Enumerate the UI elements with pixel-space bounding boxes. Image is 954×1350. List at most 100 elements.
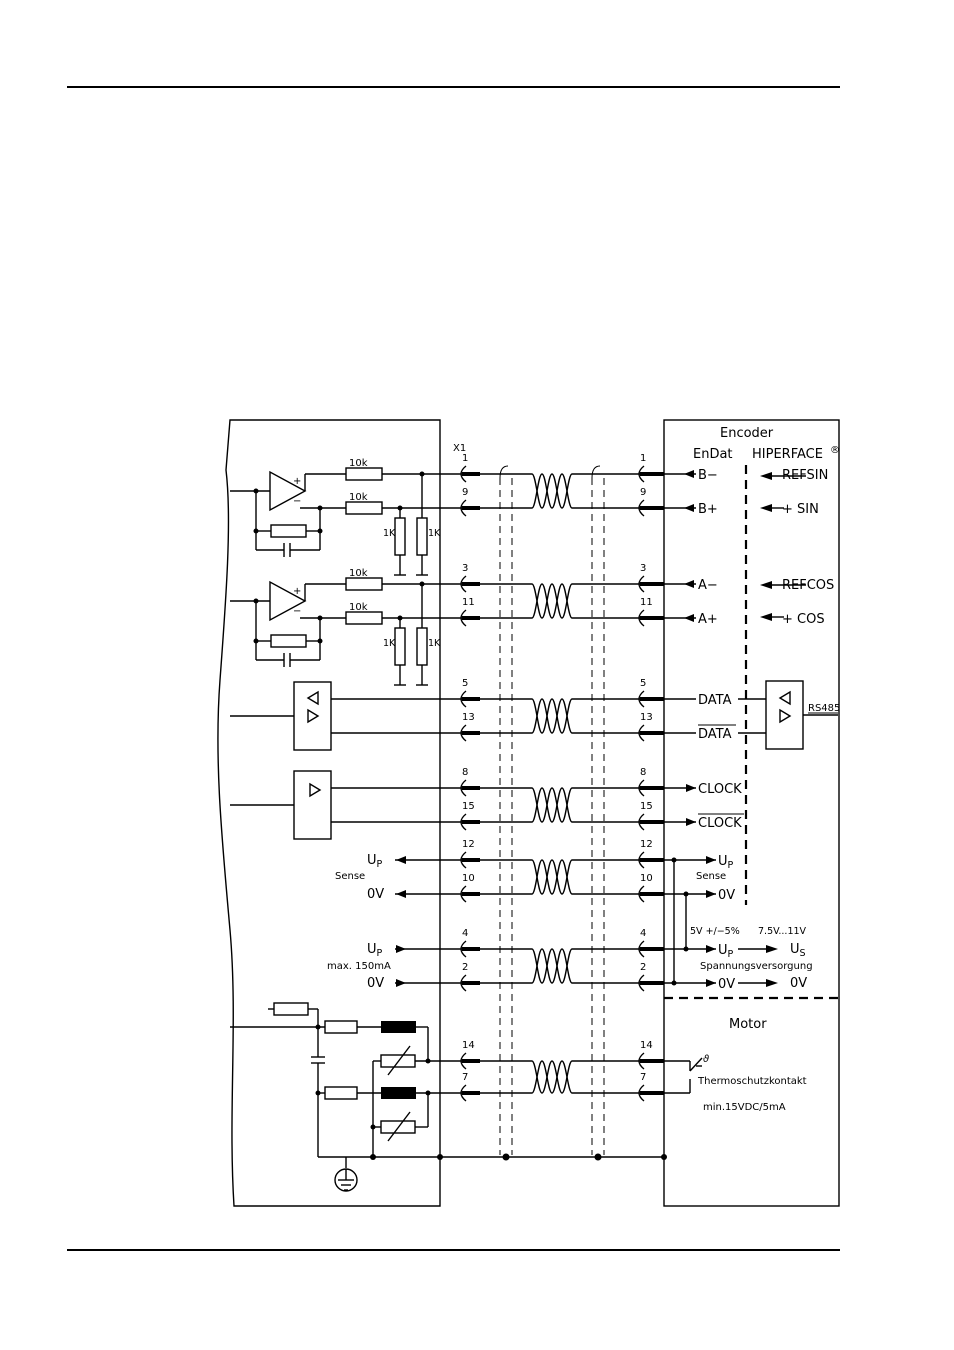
right-pin-number: 14 (640, 1040, 653, 1051)
svg-text:US: US (790, 942, 806, 959)
twisted-pair-5 (480, 859, 640, 895)
svg-text:1K: 1K (428, 638, 441, 649)
x1-label: X1 (453, 443, 466, 454)
signal-row-pin-10: 10 10 0V (460, 873, 735, 903)
svg-text:7.5V...11V: 7.5V...11V (758, 926, 807, 937)
thermo-circuit-left (230, 1002, 462, 1158)
resistor-value-labels: 10k 10k 10k 10k 1K 1K 1K 1K (349, 458, 441, 649)
svg-text:+: + (293, 586, 301, 597)
clock-driver (230, 770, 462, 840)
svg-text:+: + (293, 476, 301, 487)
left-pin-number: 15 (462, 801, 475, 812)
svg-text:Motor: Motor (729, 1017, 767, 1032)
right-pin-number: 9 (640, 487, 646, 498)
right-pin-number: 8 (640, 767, 646, 778)
svg-text:−: − (293, 496, 301, 507)
svg-text:0V: 0V (367, 887, 384, 902)
cos-amplifier-stage: + − (230, 580, 346, 667)
twisted-pair-7 (480, 1060, 640, 1094)
right-pin-number: 2 (640, 962, 646, 973)
hiperface-signal-label: REFSIN (782, 468, 828, 483)
encoder-box (663, 419, 840, 1207)
left-pin-number: 10 (462, 873, 475, 884)
signal-row-pin-1: 1 1B− REFSIN (460, 453, 828, 483)
encoder-right-labels: RS485 Sense 5V +/−5% 7.5V...11V US Spann… (690, 703, 840, 1113)
encoder-signal-label: A+ (698, 612, 718, 627)
right-pin-number: 11 (640, 597, 653, 608)
encoder-signal-label: UP (718, 854, 734, 871)
encoder-signal-label: 0V (718, 977, 735, 992)
twisted-pair-4 (480, 787, 640, 823)
drive-box (217, 419, 441, 1207)
encoder-title: Encoder (720, 426, 774, 441)
encoder-signal-label: UP (718, 943, 734, 960)
right-pin-number: 10 (640, 873, 653, 884)
twisted-pair-1 (480, 473, 640, 509)
svg-text:Sense: Sense (696, 871, 726, 882)
right-pin-number: 3 (640, 563, 646, 574)
data-transceiver (230, 681, 462, 751)
right-pin-number: 7 (640, 1072, 646, 1083)
encoder-signal-label: A− (698, 578, 718, 593)
hiperface-signal-label: REFCOS (782, 578, 834, 593)
svg-text:Spannungsversorgung: Spannungsversorgung (700, 961, 813, 972)
left-pin-number: 4 (462, 928, 468, 939)
left-pin-number: 14 (462, 1040, 475, 1051)
left-pin-number: 3 (462, 563, 468, 574)
encoder-signal-label: B− (698, 468, 718, 483)
right-pin-number: 4 (640, 928, 646, 939)
svg-text:max. 150mA: max. 150mA (327, 961, 391, 972)
encoder-signal-label: 0V (718, 888, 735, 903)
svg-text:10k: 10k (349, 492, 368, 503)
svg-text:Sense: Sense (335, 871, 365, 882)
svg-text:UP: UP (367, 942, 383, 959)
svg-text:1K: 1K (383, 638, 396, 649)
signal-row-pin-11: 11 11A+ + COS (460, 597, 825, 627)
svg-text:ϑ: ϑ (703, 1054, 709, 1065)
twisted-pair-3 (480, 698, 640, 734)
hiperface-signal-label: + COS (782, 612, 825, 627)
registered-mark: ® (830, 445, 840, 456)
left-pin-number: 13 (462, 712, 475, 723)
encoder-signal-label: CLOCK (698, 816, 742, 831)
signal-row-pin-2: 2 2 0V (460, 962, 735, 992)
signal-row-pin-14: 14 14 (460, 1040, 664, 1070)
right-pin-number: 1 (640, 453, 646, 464)
svg-text:5V +/−5%: 5V +/−5% (690, 926, 740, 937)
svg-text:Thermoschutzkontakt: Thermoschutzkontakt (697, 1076, 807, 1087)
right-pin-number: 13 (640, 712, 653, 723)
power-left-section: UP Sense 0V UP max. 150mA 0V (327, 853, 462, 991)
sin-amplifier-stage: + − (230, 470, 346, 557)
left-pin-number: 2 (462, 962, 468, 973)
svg-text:10k: 10k (349, 568, 368, 579)
svg-text:1K: 1K (383, 528, 396, 539)
choke-top (381, 1021, 416, 1033)
resistor-network-sin (345, 467, 462, 576)
left-pin-number: 12 (462, 839, 475, 850)
left-pin-number: 1 (462, 453, 468, 464)
left-pin-number: 9 (462, 487, 468, 498)
resistor-network-cos (345, 577, 462, 686)
left-pin-number: 5 (462, 678, 468, 689)
twisted-pair-6 (480, 948, 640, 984)
left-pin-number: 8 (462, 767, 468, 778)
left-pin-number: 7 (462, 1072, 468, 1083)
signal-row-pin-4: 4 4UP (460, 928, 734, 960)
svg-text:min.15VDC/5mA: min.15VDC/5mA (703, 1102, 786, 1113)
svg-text:−: − (293, 606, 301, 617)
right-pin-number: 15 (640, 801, 653, 812)
signal-row-pin-3: 3 3A− REFCOS (460, 563, 834, 593)
right-pin-number: 5 (640, 678, 646, 689)
left-pin-number: 11 (462, 597, 475, 608)
twisted-pair-2 (480, 583, 640, 619)
encoder-right-wiring (664, 472, 838, 1094)
encoder-signal-label: DATA (698, 727, 732, 742)
svg-text:UP: UP (367, 853, 383, 870)
svg-text:RS485: RS485 (808, 703, 840, 714)
ground-symbol (334, 1168, 358, 1192)
